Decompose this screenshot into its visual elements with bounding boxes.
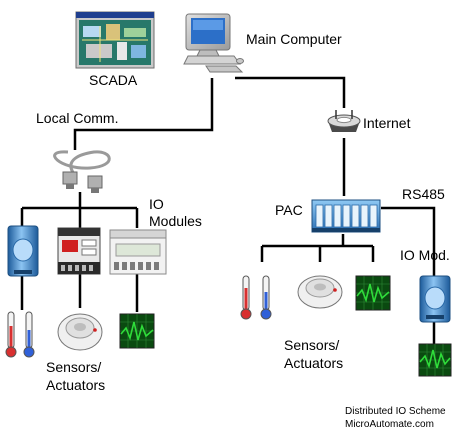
io-module-icon bbox=[7, 225, 39, 277]
smoke-detector-icon bbox=[57, 313, 103, 351]
sensors-left-label-line2: Actuators bbox=[46, 377, 106, 393]
io-mod-label: IO Mod. bbox=[400, 247, 450, 263]
thermometer-icon bbox=[5, 311, 35, 358]
oscilloscope-icon bbox=[418, 343, 452, 377]
pac-icon bbox=[311, 199, 381, 233]
oscilloscope-icon bbox=[119, 313, 155, 349]
line-rs485 bbox=[381, 206, 436, 276]
caption-line2: MicroAutomate.com bbox=[345, 419, 434, 430]
router-icon bbox=[327, 110, 361, 132]
sensors-left-label-line1: Sensors/ bbox=[46, 359, 102, 375]
io-modules-label-line2: Modules bbox=[149, 213, 202, 229]
main-computer-label: Main Computer bbox=[246, 31, 342, 47]
computer-icon bbox=[183, 13, 244, 73]
serial-cable-icon bbox=[53, 150, 111, 193]
sensors-mid-label-line1: Sensors/ bbox=[284, 337, 340, 353]
rs485-label: RS485 bbox=[402, 186, 445, 202]
thermometer-icon bbox=[240, 275, 272, 320]
connection-lines bbox=[20, 76, 436, 344]
scada-screen-icon bbox=[75, 11, 155, 69]
caption-line1: Distributed IO Scheme bbox=[345, 406, 446, 417]
io-modules-label-line1: IO bbox=[149, 196, 164, 212]
pac-label: PAC bbox=[275, 202, 303, 218]
sensors-mid-label-line2: Actuators bbox=[284, 355, 344, 371]
smoke-detector-icon bbox=[297, 275, 343, 309]
oscilloscope-icon bbox=[355, 275, 391, 311]
scada-label: SCADA bbox=[89, 72, 138, 88]
local-comm-label: Local Comm. bbox=[36, 110, 119, 126]
line-main-to-local bbox=[73, 78, 214, 150]
io-module-3-icon bbox=[109, 229, 167, 275]
internet-label: Internet bbox=[363, 115, 411, 131]
io-mod-right-icon bbox=[419, 275, 451, 323]
io-module-2-icon bbox=[57, 227, 101, 275]
line-main-to-internet bbox=[235, 76, 346, 108]
